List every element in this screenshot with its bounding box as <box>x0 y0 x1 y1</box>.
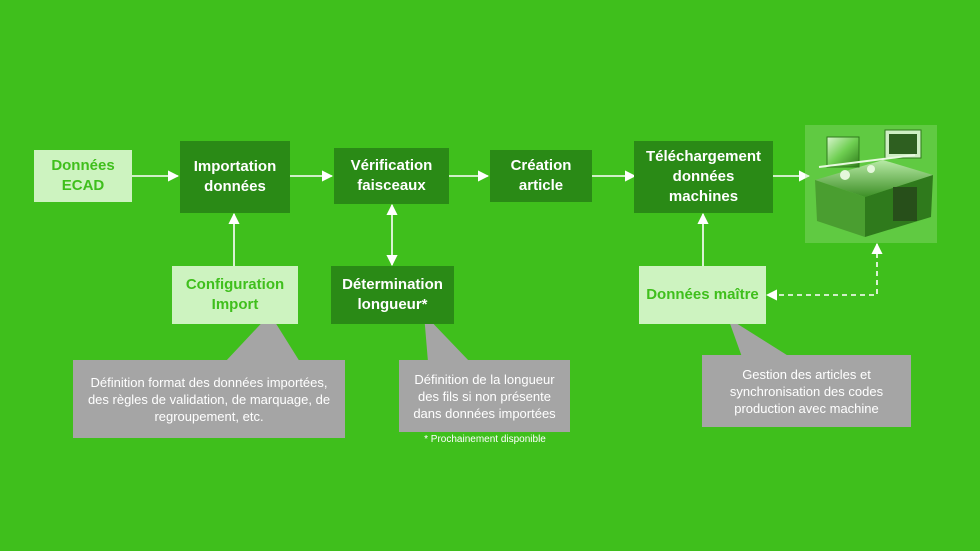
dashed-arrow-machine-maitre <box>765 242 883 301</box>
callout-configuration: Définition format des données importées,… <box>73 360 345 438</box>
callout-pointer-maitre <box>728 318 790 357</box>
box-donnees-ecad: Données ECAD <box>34 150 132 202</box>
box-importation-donnees: Importation données <box>180 141 290 213</box>
box-donnees-maitre: Données maître <box>639 266 766 324</box>
box-verification-faisceaux: Vérification faisceaux <box>334 148 449 204</box>
callout-pointer-determination <box>424 314 470 362</box>
callout-pointer-config <box>225 314 300 362</box>
footnote: * Prochainement disponible <box>424 434 546 445</box>
machine-image <box>805 125 937 243</box>
box-telechargement-donnees-machines: Téléchargement données machines <box>634 141 773 213</box>
box-determination-longueur: Détermination longueur* <box>331 266 454 324</box>
box-configuration-import: Configuration Import <box>172 266 298 324</box>
box-creation-article: Création article <box>490 150 592 202</box>
callout-determination: Définition de la longueur des fils si no… <box>399 360 570 432</box>
callout-donnees-maitre: Gestion des articles et synchronisation … <box>702 355 911 427</box>
